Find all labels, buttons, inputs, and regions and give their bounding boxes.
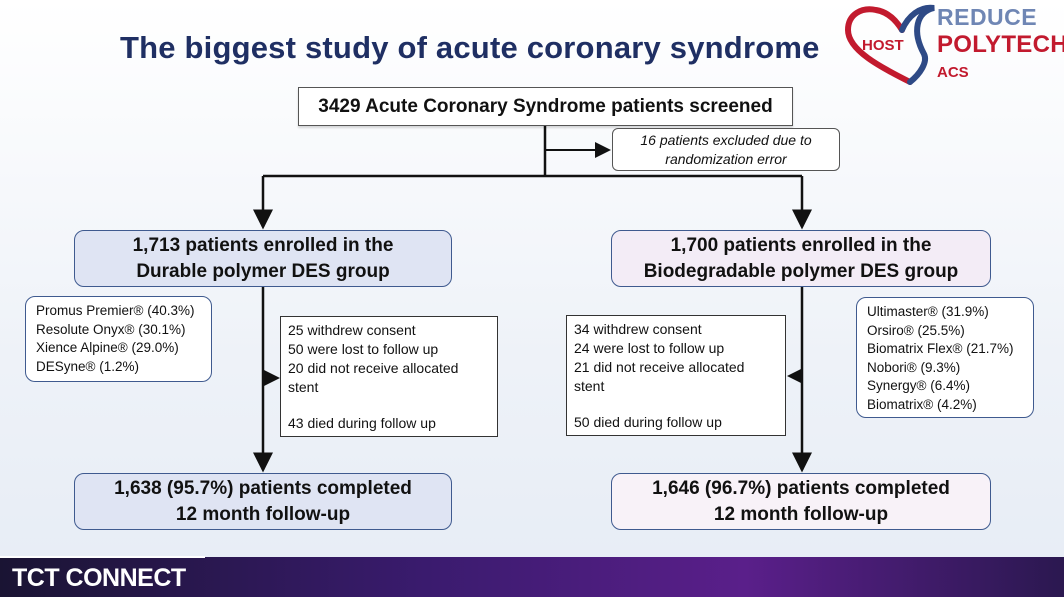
left-exclusion-item: 20 did not receive allocated [288,360,459,376]
footer-divider [0,556,205,558]
excluded-line-2: randomization error [665,150,787,167]
screened-box: 3429 Acute Coronary Syndrome patients sc… [298,87,793,126]
right-exclusions-box: 34 withdrew consent 24 were lost to foll… [566,315,786,436]
right-died-text: 50 died during follow up [574,414,722,430]
left-stent-item: Promus Premier® (40.3%) [36,303,195,318]
left-exclusion-item: stent [288,379,319,395]
right-exclusion-item: 34 withdrew consent [574,321,702,337]
right-enrolled-line-1: 1,700 patients enrolled in the [670,234,932,256]
logo-polytech-text: POLYTECH [937,31,1064,58]
left-stent-item: Xience Alpine® (29.0%) [36,340,179,355]
right-stent-item: Synergy® (6.4%) [867,378,970,393]
left-completed-box: 1,638 (95.7%) patients completed 12 mont… [74,473,452,530]
left-exclusion-item: 50 were lost to follow up [288,341,439,357]
right-completed-line-2: 12 month follow-up [713,503,889,525]
logo-reduce-text: REDUCE [937,4,1038,30]
right-exclusion-item: stent [574,378,605,394]
right-stent-item: Biomatrix® (4.2%) [867,396,977,412]
reduce-polytech-logo [840,2,1064,87]
footer-brand: TCT CONNECT [12,564,186,592]
left-completed-line-1: 1,638 (95.7%) patients completed [114,477,412,499]
footer-bar [0,557,1064,597]
logo-acs-text: ACS [937,64,969,81]
right-enrolled-box: 1,700 patients enrolled in the Biodegrad… [611,230,991,287]
left-exclusions-box: 25 withdrew consent 50 were lost to foll… [280,316,498,437]
heart-logo-icon [844,4,935,85]
left-enrolled-box: 1,713 patients enrolled in the Durable p… [74,230,452,287]
left-stent-item: Resolute Onyx® (30.1%) [36,321,186,337]
right-stent-item: Nobori® (9.3%) [867,359,961,375]
right-enrolled-line-2: Biodegradable polymer DES group [643,260,959,282]
excluded-line-1: 16 patients excluded due to [640,131,812,148]
left-completed-line-2: 12 month follow-up [175,503,351,525]
excluded-box: 16 patients excluded due to randomizatio… [612,128,840,171]
right-stent-list: Ultimaster® (31.9%) Orsiro® (25.5%) Biom… [856,297,1034,418]
left-stent-item: DESyne® (1.2%) [36,358,139,374]
right-stent-item: Ultimaster® (31.9%) [867,304,989,319]
right-exclusion-item: 21 did not receive allocated [574,359,745,375]
slide-title: The biggest study of acute coronary synd… [120,30,820,65]
logo-host-text: HOST [862,37,904,54]
right-completed-line-1: 1,646 (96.7%) patients completed [652,477,950,499]
right-stent-item: Orsiro® (25.5%) [867,322,965,338]
left-enrolled-line-2: Durable polymer DES group [136,260,390,282]
left-exclusion-item: 25 withdrew consent [288,322,416,338]
right-stent-item: Biomatrix Flex® (21.7%) [867,341,1014,356]
left-died-text: 43 died during follow up [288,415,436,431]
left-enrolled-line-1: 1,713 patients enrolled in the [132,234,394,256]
right-completed-box: 1,646 (96.7%) patients completed 12 mont… [611,473,991,530]
left-stent-list: Promus Premier® (40.3%) Resolute Onyx® (… [25,296,212,382]
right-exclusion-item: 24 were lost to follow up [574,340,725,356]
